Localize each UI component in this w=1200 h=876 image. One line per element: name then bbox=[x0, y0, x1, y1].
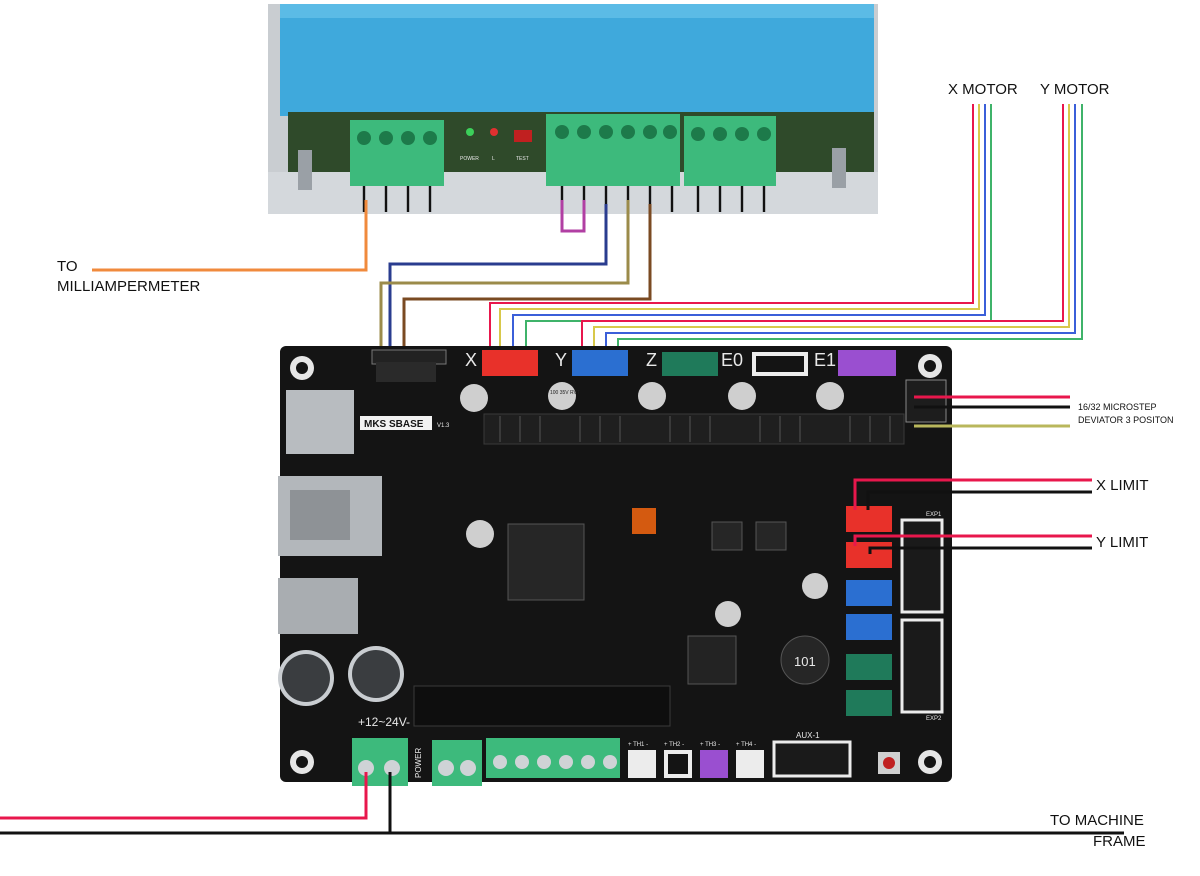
endstop-connector bbox=[846, 690, 892, 716]
psu-standoff bbox=[298, 150, 312, 190]
mcu-chip bbox=[507, 523, 585, 601]
psu-blue-cover bbox=[280, 4, 874, 116]
wire-test-jumper bbox=[560, 200, 586, 233]
psu-terminal-block-right bbox=[684, 116, 776, 186]
board-version: V1.3 bbox=[437, 423, 450, 429]
wire-to-milliampermeter bbox=[92, 200, 368, 272]
deviator-label: DEVIATOR 3 POSITON bbox=[1078, 415, 1174, 425]
x-limit-connector bbox=[846, 506, 892, 532]
machine-frame-label-line1: TO MACHINE bbox=[1050, 812, 1144, 829]
inductor bbox=[780, 635, 830, 685]
x-limit-label: X LIMIT bbox=[1096, 477, 1149, 494]
mosfet-heatsink bbox=[413, 685, 671, 727]
axis-label-y: Y bbox=[555, 350, 567, 370]
axis-label-x: X bbox=[465, 350, 477, 370]
exp1-header bbox=[900, 518, 944, 614]
psu-led-label-power: POWER bbox=[460, 156, 479, 162]
endstop-connector bbox=[846, 614, 892, 640]
psu-cover-highlight bbox=[280, 4, 874, 18]
mks-sbase-board: MKS SBASE V1.3 X Y Z E0 E1 100 35V RVT bbox=[278, 346, 952, 786]
microstep-wires bbox=[914, 395, 1070, 428]
driver-capacitors bbox=[460, 382, 844, 627]
psu-led-label-l: L bbox=[492, 156, 495, 162]
top-header bbox=[371, 349, 447, 365]
aux1-header bbox=[772, 740, 852, 778]
psu-wires bbox=[92, 200, 652, 352]
exp1-label: EXP1 bbox=[926, 512, 942, 518]
exp2-header bbox=[900, 618, 944, 714]
th1-label: + TH1 - bbox=[628, 742, 648, 748]
driver-chip bbox=[711, 521, 743, 551]
milliampermeter-label-line2: MILLIAMPERMETER bbox=[57, 278, 201, 295]
regulator bbox=[687, 635, 737, 685]
y-limit-wires bbox=[853, 534, 1092, 554]
th2-label: + TH2 - bbox=[664, 742, 684, 748]
power-output-terminal bbox=[432, 740, 482, 786]
usb-port bbox=[278, 578, 358, 634]
dip-switch bbox=[632, 508, 656, 534]
z-limit-connector bbox=[846, 580, 892, 606]
microstep-label: 16/32 MICROSTEP bbox=[1078, 402, 1157, 412]
axis-label-e0: E0 bbox=[721, 350, 743, 370]
wire-brown-to-board bbox=[402, 204, 652, 352]
power-voltage-label: +12~24V- bbox=[358, 715, 410, 729]
power-side-label: POWER bbox=[414, 748, 423, 778]
milliampermeter-label-line1: TO bbox=[57, 258, 78, 275]
psu-l-led bbox=[490, 128, 498, 136]
psu-terminal-block-middle bbox=[546, 114, 680, 186]
y-motor-connector bbox=[572, 350, 628, 376]
pcb bbox=[280, 346, 952, 782]
z-motor-connector bbox=[662, 352, 718, 376]
driver-row bbox=[483, 413, 905, 445]
psu-terminal-screws bbox=[357, 125, 771, 145]
microstep-header bbox=[905, 379, 947, 423]
y-motor-wires bbox=[581, 104, 1083, 352]
th4-connector bbox=[736, 750, 764, 778]
laser-power-supply: POWER L TEST bbox=[268, 4, 878, 214]
exp2-label: EXP2 bbox=[926, 716, 942, 722]
psu-test-button bbox=[514, 130, 532, 142]
y-limit-label: Y LIMIT bbox=[1096, 534, 1149, 551]
th3-label: + TH3 - bbox=[700, 742, 720, 748]
y-motor-label: Y MOTOR bbox=[1040, 81, 1110, 98]
capacitor-marking: 100 35V RVT bbox=[550, 390, 580, 396]
th3-connector bbox=[700, 750, 728, 778]
psu-standoff bbox=[832, 148, 846, 188]
power-ground-wire bbox=[0, 772, 1124, 835]
driver-pins bbox=[499, 416, 891, 442]
x-limit-wires bbox=[853, 478, 1092, 510]
psu-power-led bbox=[466, 128, 474, 136]
wire-navy-to-board bbox=[388, 204, 608, 352]
psu-terminal-block-left bbox=[350, 120, 444, 186]
power-positive-wire bbox=[0, 772, 368, 820]
e1-motor-connector bbox=[838, 350, 896, 376]
driver-chip bbox=[755, 521, 787, 551]
psu-led-label-test: TEST bbox=[516, 156, 529, 162]
psu-terminal-leads bbox=[362, 186, 766, 212]
wire-olive-to-board bbox=[379, 200, 630, 352]
th1-connector bbox=[628, 750, 656, 778]
y-limit-connector bbox=[846, 542, 892, 568]
aux1-label: AUX-1 bbox=[796, 731, 820, 740]
resistor-array bbox=[376, 362, 436, 382]
heater-terminals bbox=[486, 738, 620, 778]
ethernet-opening bbox=[290, 490, 350, 540]
power-input-terminal bbox=[352, 738, 408, 786]
x-motor-connector bbox=[482, 350, 538, 376]
brand-plate bbox=[360, 416, 432, 430]
axis-label-z: Z bbox=[646, 350, 657, 370]
sd-card-slot bbox=[286, 390, 354, 454]
endstop-connector bbox=[846, 654, 892, 680]
th4-label: + TH4 - bbox=[736, 742, 756, 748]
power-wires bbox=[0, 772, 1124, 835]
inductor-label: 101 bbox=[794, 654, 816, 669]
board-brand: MKS SBASE bbox=[364, 419, 424, 430]
machine-frame-label-line2: FRAME bbox=[1093, 833, 1146, 850]
x-motor-label: X MOTOR bbox=[948, 81, 1018, 98]
axis-label-e1: E1 bbox=[814, 350, 836, 370]
